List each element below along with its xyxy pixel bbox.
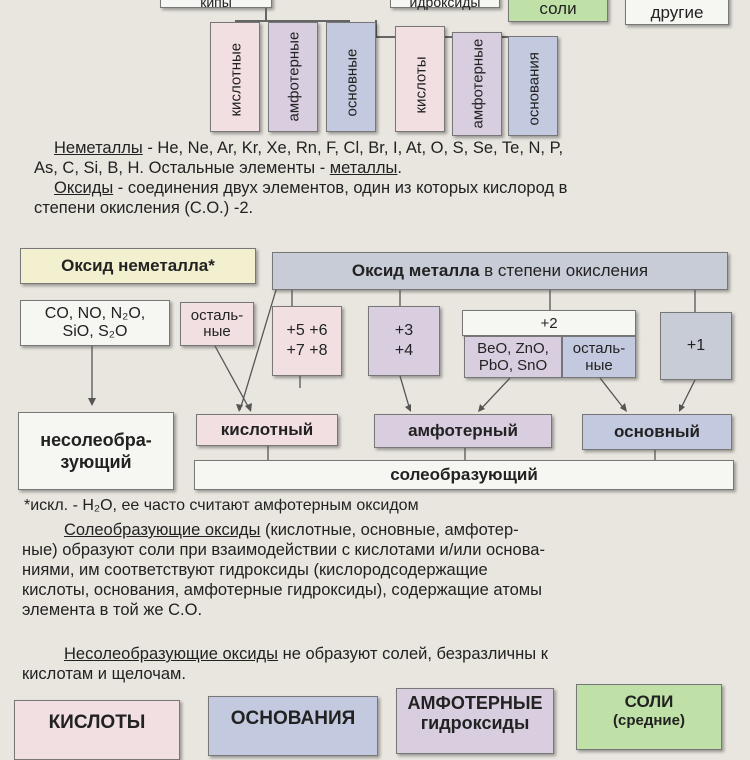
nonsalt-oxides-formulas: CO, NO, N₂O, SiO, S₂O: [20, 300, 170, 346]
para-line: элемента в той же С.О.: [22, 601, 203, 619]
other-nonmetal-oxides: осталь- ные: [180, 302, 254, 346]
formula-line: BeO, ZnO,: [477, 340, 549, 357]
top-box-salts: соли: [508, 0, 608, 22]
top-box-hydroxides-cut: идроксиды: [390, 0, 500, 10]
metals-end: .: [397, 159, 403, 177]
amphoteric-box: амфотерный: [374, 414, 552, 448]
amph-label: АМФОТЕРНЫЕ: [407, 693, 543, 713]
vertical-box-basic: основные: [326, 22, 376, 132]
oxides-term: Оксиды: [54, 179, 114, 197]
vertical-box-bases: основания: [508, 36, 558, 136]
bases-label: ОСНОВАНИЯ: [230, 708, 356, 729]
oxidation-state-2: +2: [462, 310, 636, 336]
top-box-other: другие: [625, 0, 729, 25]
oxidation-state-1: +1: [660, 312, 732, 380]
connector-line: [235, 20, 350, 22]
others-label: ные: [203, 323, 231, 340]
formula-line: PbO, SnO: [478, 357, 548, 374]
vertical-box-amphoteric-2: амфотерные: [452, 32, 502, 136]
acidic-label: кислотный: [220, 420, 314, 439]
acidic-box: кислотный: [196, 414, 338, 446]
nonsalt-forming-box: несолеобра- зующий: [18, 412, 174, 490]
basic-box: основный: [582, 414, 732, 450]
basic-label: основный: [614, 422, 700, 441]
formula-line: SiO, S₂O: [62, 323, 128, 340]
oxidation-state-mid: +3 +4: [368, 306, 440, 376]
metal-oxide-label-rest: в степени окисления: [479, 261, 649, 280]
top-box-label: кипы: [200, 0, 232, 10]
bottom-box-salts: СОЛИ (средние): [576, 684, 722, 750]
others-label: осталь-: [190, 307, 244, 324]
connector-line: [265, 8, 267, 20]
oxides-definition-cont: степени окисления (С.О.) -2.: [34, 199, 254, 217]
nonmetals-term: Неметаллы: [54, 139, 143, 157]
salts-label: (средние): [613, 712, 685, 729]
vertical-box-acidic: кислотные: [210, 22, 260, 132]
vertical-box-acids: кислоты: [395, 26, 445, 132]
ox-state-line: +7 +8: [286, 342, 328, 359]
para-line: (кислотные, основные, амфотер-: [260, 521, 519, 539]
footnote: *искл. - H₂O, ее часто считают амфотерны…: [24, 497, 419, 514]
para-line: не образуют солей, безразличны к: [278, 645, 548, 663]
nonmetal-oxide-box: Оксид неметалла*: [20, 248, 256, 284]
amphoteric-label: амфотерный: [408, 421, 518, 440]
nonsalt-label: зующий: [60, 452, 132, 472]
salt-forming-box: солеобразующий: [194, 460, 734, 490]
acids-label: КИСЛОТЫ: [48, 712, 146, 733]
metal-oxide-label: Оксид металла: [351, 261, 480, 280]
metal-oxide-box: Оксид металла в степени окисления: [272, 252, 728, 290]
amph-label: гидроксиды: [420, 713, 530, 733]
salts-label: СОЛИ: [624, 692, 674, 711]
para-line: кислоты, основания, амфотерные гидроксид…: [22, 581, 542, 599]
formula-line: CO, NO, N₂O,: [44, 305, 146, 322]
others-label: осталь-: [572, 340, 626, 357]
nonsalt-forming-paragraph: Несолеобразующие оксиды не образуют соле…: [22, 644, 722, 684]
ox-state-line: +5 +6: [286, 322, 328, 339]
nonsalt-label: несолеобра-: [40, 430, 152, 450]
oxidation-state-high: +5 +6 +7 +8: [272, 306, 342, 376]
bottom-box-amphoteric: АМФОТЕРНЫЕ гидроксиды: [396, 688, 554, 754]
vertical-box-amphoteric: амфотерные: [268, 22, 318, 132]
top-box-label: соли: [539, 0, 577, 18]
para-line: ные) образуют соли при взаимодействии с …: [22, 541, 545, 559]
salt-forming-term: Солеобразующие оксиды: [64, 521, 261, 539]
other-metal-oxides: осталь- ные: [562, 336, 636, 378]
oxides-definition: - соединения двух элементов, один из кот…: [113, 179, 568, 197]
amphoteric-oxides-2: BeO, ZnO, PbO, SnO: [464, 336, 562, 378]
salt-forming-paragraph: Солеобразующие оксиды (кислотные, основн…: [22, 520, 722, 620]
ox-state-label: +1: [686, 337, 706, 354]
bottom-box-bases: ОСНОВАНИЯ: [208, 696, 378, 756]
top-box-label: идроксиды: [409, 0, 481, 10]
salt-forming-label: солеобразующий: [390, 465, 538, 484]
ox-state-label: +2: [540, 314, 558, 332]
para-line: кислотам и щелочам.: [22, 665, 186, 683]
metals-term: металлы: [329, 159, 398, 177]
nonmetals-list: - He, Ne, Ar, Kr, Xe, Rn, F, Cl, Br, I, …: [142, 139, 564, 157]
bottom-box-acids: КИСЛОТЫ: [14, 700, 180, 760]
others-label: ные: [585, 357, 613, 374]
nonmetal-oxide-label: Оксид неметалла*: [61, 256, 215, 275]
para-line: ниями, им соответствуют гидроксиды (кисл…: [22, 561, 488, 579]
nonmetals-list-cont: As, C, Si, B, H. Остальные элементы -: [34, 159, 330, 177]
ox-state-line: +3: [394, 322, 414, 339]
top-box-acids-cut: кипы: [160, 0, 272, 10]
top-box-label: другие: [650, 2, 704, 22]
ox-state-line: +4: [394, 342, 414, 359]
nonsalt-forming-term: Несолеобразующие оксиды: [64, 645, 279, 663]
definitions-paragraph: Неметаллы - He, Ne, Ar, Kr, Xe, Rn, F, C…: [34, 138, 724, 218]
